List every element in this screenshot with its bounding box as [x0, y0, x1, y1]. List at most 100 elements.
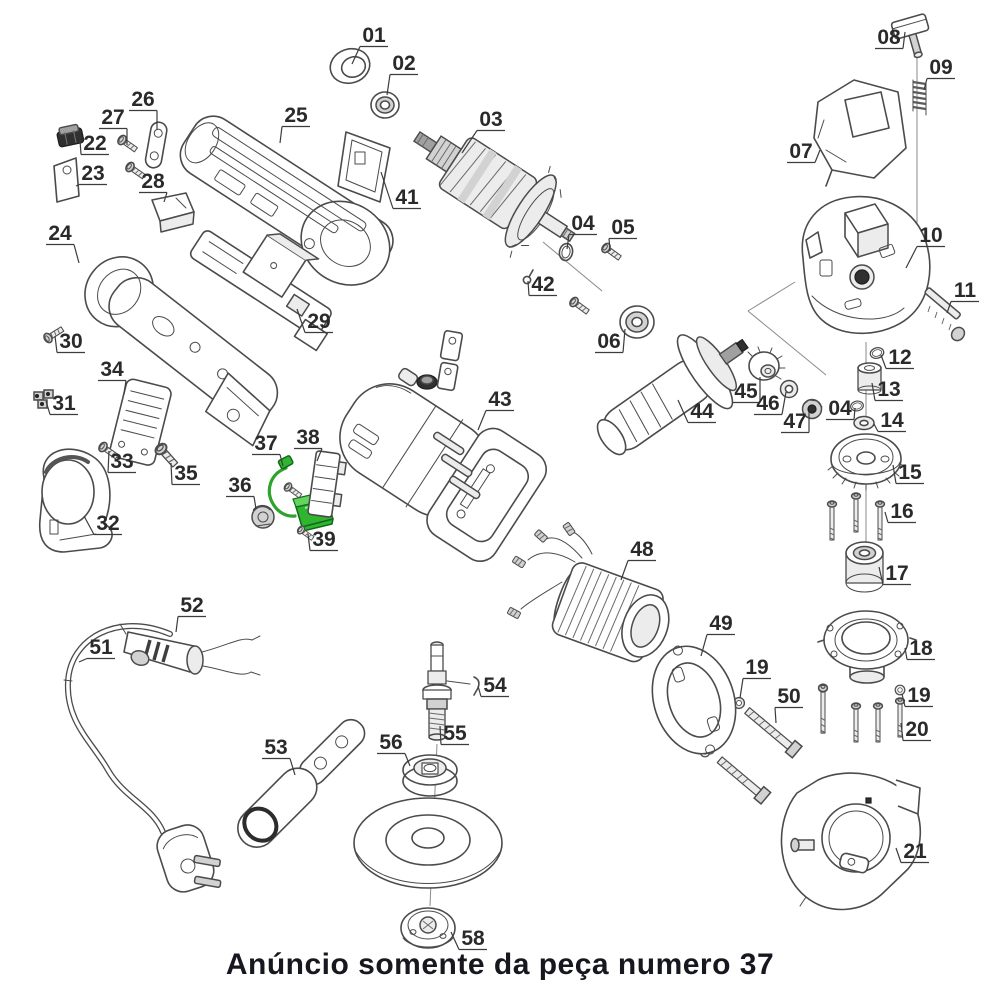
leader-line-09 — [923, 78, 928, 91]
part-23-plate — [53, 157, 80, 203]
part-callout-13: 13 — [871, 378, 903, 402]
part-callout-16: 16 — [884, 500, 916, 524]
part-31-terminals — [33, 389, 54, 409]
part-label-02: 02 — [392, 52, 415, 75]
part-label-29: 29 — [307, 310, 330, 333]
part-label-19: 19 — [907, 684, 930, 707]
leader-line-11 — [946, 301, 952, 314]
leader-line-20 — [900, 722, 904, 741]
part-callout-36: 36 — [226, 474, 257, 510]
leader-line-35 — [170, 462, 173, 485]
part-callout-28: 28 — [139, 170, 168, 203]
part-callout-50: 50 — [774, 685, 803, 724]
part-label-33: 33 — [110, 450, 133, 473]
part-06-bearing — [619, 305, 655, 339]
part-18-bearing-flange — [817, 610, 917, 684]
leader-line-01 — [351, 46, 361, 65]
part-label-04: 04 — [828, 397, 852, 420]
leader-line-19 — [901, 693, 906, 707]
part-29-switch — [189, 230, 332, 352]
part-callout-31: 31 — [45, 392, 78, 416]
part-callout-51: 51 — [78, 636, 115, 663]
leader-line-25 — [279, 126, 283, 144]
part-label-07: 07 — [789, 140, 812, 163]
part-label-54: 54 — [483, 674, 507, 697]
part-callout-46: 46 — [754, 391, 787, 416]
part-callout-49: 49 — [700, 612, 735, 657]
leader-line-05 — [608, 238, 611, 252]
part-20-screws — [817, 683, 906, 743]
part-callout-47: 47 — [781, 410, 810, 434]
leader-line-36 — [253, 496, 257, 510]
part-label-51: 51 — [89, 636, 113, 659]
part-label-41: 41 — [395, 186, 419, 209]
leader-line-17 — [878, 566, 884, 585]
part-label-22: 22 — [83, 132, 106, 155]
part-56-inner-flange — [402, 754, 458, 797]
part-label-08: 08 — [877, 26, 901, 49]
leader-line-51 — [78, 657, 88, 663]
part-label-12: 12 — [888, 346, 911, 369]
leader-line-32 — [83, 515, 95, 535]
leader-line-19 — [739, 678, 744, 699]
leader-line-34 — [123, 380, 127, 395]
part-45-pinion — [747, 346, 786, 381]
part-08-button — [890, 13, 930, 59]
part-label-01: 01 — [362, 24, 386, 47]
part-51-plug — [156, 824, 222, 893]
part-57-disc — [353, 797, 503, 889]
part-label-38: 38 — [296, 426, 320, 449]
part-callout-38: 38 — [294, 426, 323, 462]
part-13-spacer — [857, 362, 882, 395]
part-callout-27: 27 — [99, 106, 128, 145]
leader-line-24 — [73, 244, 80, 264]
part-label-27: 27 — [101, 106, 124, 129]
part-09-spring — [912, 79, 927, 116]
leader-line-07 — [814, 149, 821, 163]
part-callout-08: 08 — [875, 26, 906, 50]
leader-line-43 — [477, 410, 487, 431]
part-label-47: 47 — [783, 410, 806, 433]
part-02-bearing — [370, 91, 400, 119]
part-callout-09: 09 — [923, 56, 955, 91]
part-callout-04: 04 — [566, 212, 597, 250]
part-32-side-cover — [38, 448, 113, 553]
part-04b-circlip — [849, 399, 865, 413]
part-label-56: 56 — [379, 731, 402, 754]
leader-line-04 — [566, 234, 570, 250]
leader-line-58 — [450, 931, 460, 950]
leader-line-31 — [45, 400, 51, 415]
part-14-washer — [853, 415, 875, 431]
part-label-30: 30 — [59, 330, 82, 353]
leader-line-29 — [296, 308, 306, 333]
part-label-20: 20 — [905, 718, 928, 741]
part-label-21: 21 — [903, 840, 927, 863]
part-22-cap — [56, 123, 85, 148]
part-callout-52: 52 — [175, 594, 206, 633]
part-callout-41: 41 — [380, 171, 421, 210]
part-callout-32: 32 — [83, 512, 122, 536]
leader-line-14 — [873, 423, 879, 432]
part-07-cover — [813, 79, 907, 187]
part-callout-43: 43 — [477, 388, 514, 431]
part-50-bolts — [716, 707, 804, 805]
part-callout-33: 33 — [107, 450, 136, 474]
leader-line-23 — [75, 183, 80, 187]
part-11-screw — [924, 287, 966, 342]
leader-line-21 — [895, 847, 902, 863]
part-17-bearing — [845, 541, 884, 593]
part-callout-24: 24 — [46, 222, 80, 264]
part-label-09: 09 — [929, 56, 952, 79]
part-callout-23: 23 — [75, 162, 107, 187]
part-callout-34: 34 — [98, 358, 127, 395]
part-38-brush-holder — [307, 450, 347, 518]
leader-line-12 — [880, 354, 887, 369]
part-callout-35: 35 — [170, 462, 200, 486]
part-34-cover-plate — [109, 378, 172, 466]
leader-line-22 — [79, 139, 82, 155]
part-36-brush-cap — [251, 504, 275, 529]
leader-line-16 — [884, 511, 889, 523]
part-41-baffle — [337, 131, 391, 203]
part-label-36: 36 — [228, 474, 251, 497]
part-42-key — [522, 269, 534, 285]
